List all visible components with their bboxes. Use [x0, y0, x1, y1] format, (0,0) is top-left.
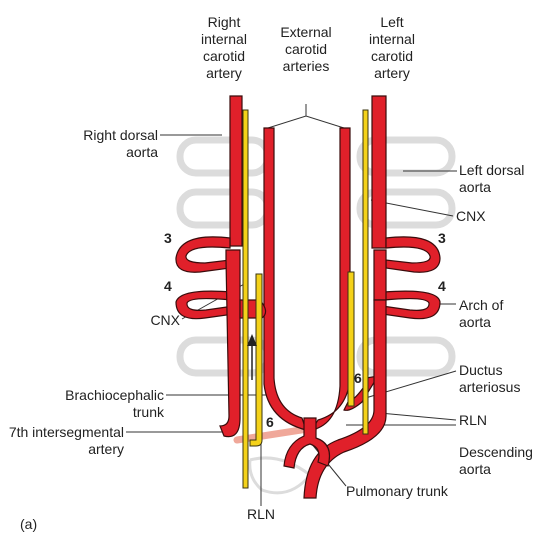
arch-number-right-3: 3	[438, 230, 446, 246]
label-cnx-left: CNX	[456, 208, 486, 225]
arch-number-left-4: 4	[164, 278, 172, 294]
label-right-dorsal-aorta: Right dorsal aorta	[50, 127, 158, 161]
label-panel: (a)	[20, 516, 37, 533]
arteries	[176, 96, 440, 498]
label-left-internal-carotid: Left internal carotid artery	[356, 14, 428, 82]
right-fourth-arch	[176, 291, 234, 319]
vertebra-1-left	[180, 140, 268, 173]
left-vagus	[363, 110, 368, 434]
arch-number-left-3: 3	[164, 230, 172, 246]
label-external-carotid: External carotid arteries	[263, 24, 349, 75]
label-arch-of-aorta: Arch of aorta	[459, 297, 503, 331]
label-ductus-arteriosus: Ductus arteriosus	[459, 362, 520, 396]
left-fourth-arch	[382, 291, 440, 319]
arch-number-right-4: 4	[438, 278, 446, 294]
right-external-carotid	[264, 128, 306, 430]
label-7th-intersegmental: 7th intersegmental artery	[4, 424, 124, 458]
label-brachiocephalic-trunk: Brachiocephalic trunk	[24, 387, 164, 421]
right-dorsal-aorta	[230, 96, 242, 246]
label-rln-bottom: RLN	[238, 506, 284, 523]
label-pulmonary-trunk: Pulmonary trunk	[346, 483, 448, 500]
arch-number-left-6: 6	[266, 414, 274, 430]
label-left-dorsal-aorta: Left dorsal aorta	[459, 162, 524, 196]
vertebra-4	[250, 458, 310, 493]
arch-number-right-6: 6	[354, 370, 362, 386]
leader-external-carotid	[268, 116, 344, 128]
leader-rln-right	[380, 413, 456, 420]
left-third-arch	[386, 237, 440, 272]
vertebra-2-left	[180, 192, 268, 225]
right-third-arch	[176, 237, 230, 272]
label-descending-aorta: Descending aorta	[459, 444, 533, 478]
label-right-internal-carotid: Right internal carotid artery	[188, 14, 260, 82]
left-external-carotid	[312, 128, 350, 430]
right-vagus	[243, 110, 248, 488]
left-aortic-arch	[374, 250, 386, 300]
label-cnx-right: CNX	[126, 312, 180, 329]
label-rln-right: RLN	[459, 412, 487, 429]
left-dorsal-aorta	[372, 96, 386, 248]
